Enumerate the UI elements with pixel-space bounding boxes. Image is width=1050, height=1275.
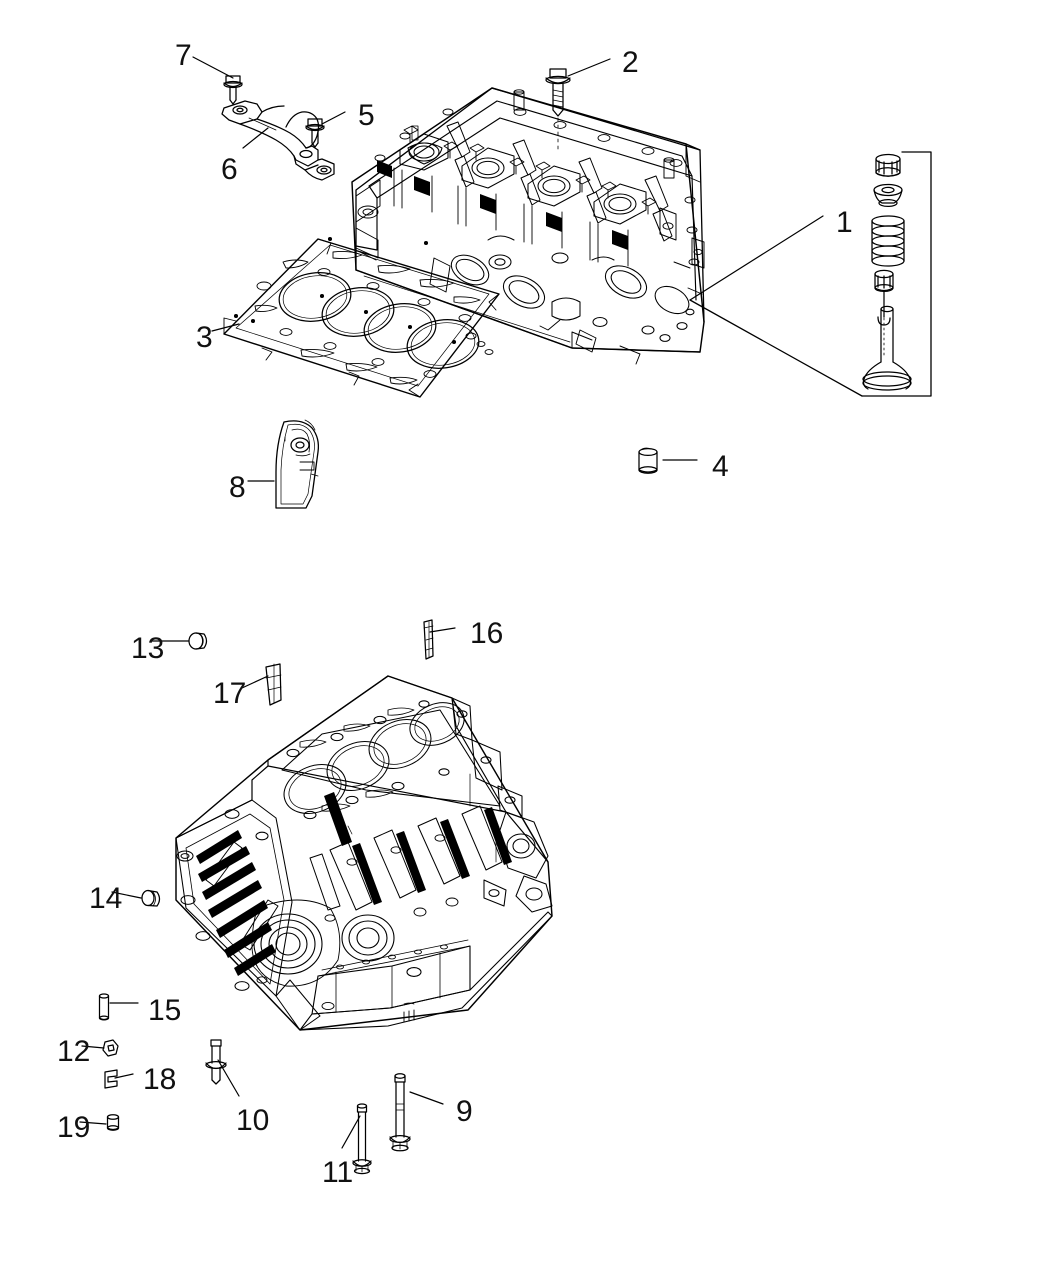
- leader-10: [217, 1059, 240, 1097]
- leader-18: [114, 1073, 134, 1079]
- callout-number-11: 11: [322, 1156, 354, 1189]
- dowel-plug-part: [638, 447, 658, 474]
- leader-16: [429, 627, 456, 633]
- sealing-washer-part: [102, 1039, 119, 1057]
- dowel-bushing-upper-part: [188, 632, 208, 650]
- callout-number-14: 14: [89, 882, 123, 915]
- callout-number-8: 8: [229, 471, 246, 504]
- leader-lines-lower: [79, 627, 456, 1149]
- main-bearing-cap-bolt-long-part: [389, 1073, 411, 1152]
- leader-17: [241, 675, 269, 689]
- leader-7: [192, 56, 234, 79]
- leader-lines-upper: [192, 56, 824, 482]
- spring-retainer-part: [873, 183, 903, 208]
- leader-14: [111, 891, 142, 899]
- head-gasket-part: [223, 236, 500, 398]
- leader-2: [567, 58, 611, 77]
- dowel-bushing-part: [141, 889, 161, 907]
- valve-spring-part: [871, 215, 905, 267]
- callout-number-6: 6: [221, 153, 238, 186]
- leader-1: [689, 215, 824, 301]
- callout-number-18: 18: [143, 1063, 177, 1096]
- valve-keeper-part: [875, 153, 901, 177]
- retaining-clip-part: [104, 1069, 118, 1089]
- callout-number-2: 2: [622, 46, 639, 79]
- engine-lift-bracket-part: [221, 100, 335, 181]
- timing-cover-shield-part: [275, 419, 320, 509]
- callout-number-7: 7: [175, 39, 192, 72]
- main-bearing-cap-bolt-part: [352, 1103, 372, 1175]
- callout-number-16: 16: [470, 617, 504, 650]
- valve-stem-seal-part: [874, 269, 894, 326]
- leader-6: [242, 127, 269, 149]
- callout-number-4: 4: [712, 450, 729, 483]
- callout-number-17: 17: [213, 677, 247, 710]
- callout-number-13: 13: [131, 632, 165, 665]
- callout-number-1: 1: [836, 206, 853, 239]
- core-plug-part: [106, 1114, 120, 1131]
- valve-part: [862, 305, 912, 391]
- callout-number-12: 12: [57, 1035, 91, 1068]
- bracket-bolt-part: [305, 118, 325, 148]
- cylinder-head-part: [351, 87, 705, 365]
- leader-3: [211, 323, 240, 332]
- callout-number-5: 5: [358, 99, 375, 132]
- bracket-bolt-upper-part: [223, 75, 243, 105]
- woodruff-key-upper-part: [423, 619, 434, 660]
- dowel-pin-part: [98, 993, 110, 1021]
- callout-number-3: 3: [196, 321, 213, 354]
- valve-train-bracket: [689, 151, 932, 397]
- cylinder-block-part: [175, 675, 553, 1031]
- leader-18-12: [81, 1045, 105, 1049]
- callout-number-19: 19: [57, 1111, 91, 1144]
- leader-11: [341, 1115, 361, 1149]
- flange-bolt-part: [205, 1039, 227, 1085]
- callout-number-9: 9: [456, 1095, 473, 1128]
- leader-9: [409, 1091, 444, 1105]
- callout-number-10: 10: [236, 1104, 270, 1137]
- leader-5: [321, 111, 346, 125]
- woodruff-key-part: [265, 663, 282, 706]
- callout-number-15: 15: [148, 994, 182, 1027]
- leader-19: [79, 1121, 107, 1125]
